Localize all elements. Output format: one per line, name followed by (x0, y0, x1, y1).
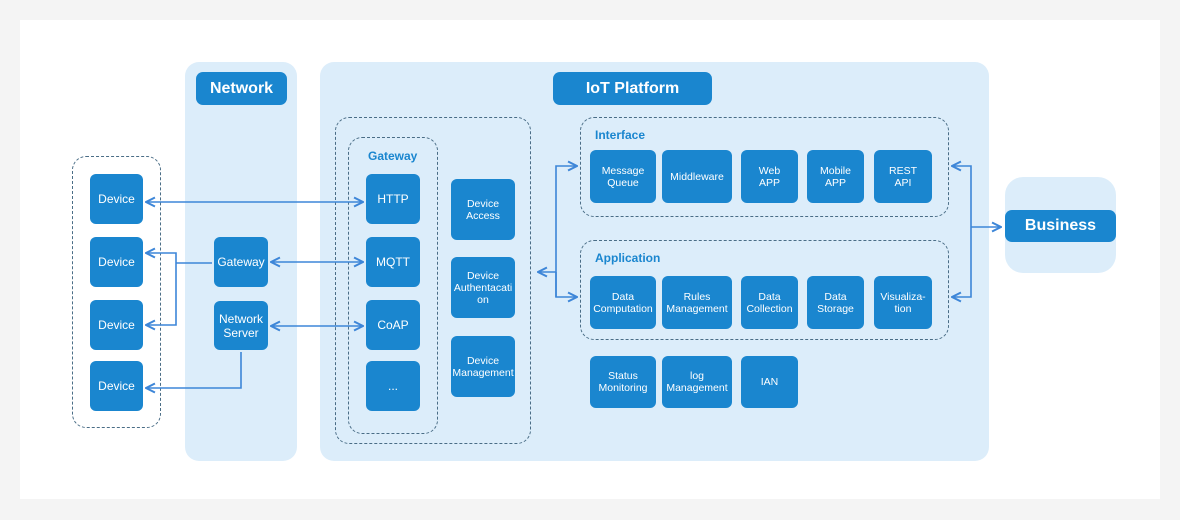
interface-group (580, 117, 949, 217)
device-management-box: Device Management (451, 336, 515, 397)
device-box: Device (90, 300, 143, 350)
device-box: Device (90, 174, 143, 224)
device-access-box: Device Access (451, 179, 515, 240)
business-title: Business (1005, 210, 1116, 242)
status-monitoring-box: Status Monitoring (590, 356, 656, 408)
interface-mobile-app-box: Mobile APP (807, 150, 864, 203)
protocol-more-box: ... (366, 361, 420, 411)
device-box: Device (90, 361, 143, 411)
network-title: Network (196, 72, 287, 105)
platform-gateway-label: Gateway (368, 149, 418, 163)
iot-platform-title: IoT Platform (553, 72, 712, 105)
protocol-http-box: HTTP (366, 174, 420, 224)
interface-middleware-box: Middleware (662, 150, 732, 203)
interface-web-app-box: Web APP (741, 150, 798, 203)
device-authentication-box: Device Authentacati on (451, 257, 515, 318)
application-label: Application (595, 251, 661, 265)
platform-access-group (335, 117, 531, 444)
application-data-computation-box: Data Computation (590, 276, 656, 329)
application-group (580, 240, 949, 340)
log-management-box: log Management (662, 356, 732, 408)
application-rules-management-box: Rules Management (662, 276, 732, 329)
ian-box: IAN (741, 356, 798, 408)
platform-gateway-group (348, 137, 438, 434)
protocol-mqtt-box: MQTT (366, 237, 420, 287)
network-gateway-box: Gateway (214, 237, 268, 287)
interface-label: Interface (595, 128, 646, 142)
application-visualization-box: Visualiza- tion (874, 276, 932, 329)
device-box: Device (90, 237, 143, 287)
network-server-box: Network Server (214, 301, 268, 350)
interface-rest-api-box: REST API (874, 150, 932, 203)
application-data-storage-box: Data Storage (807, 276, 864, 329)
interface-message-queue-box: Message Queue (590, 150, 656, 203)
application-data-collection-box: Data Collection (741, 276, 798, 329)
protocol-coap-box: CoAP (366, 300, 420, 350)
